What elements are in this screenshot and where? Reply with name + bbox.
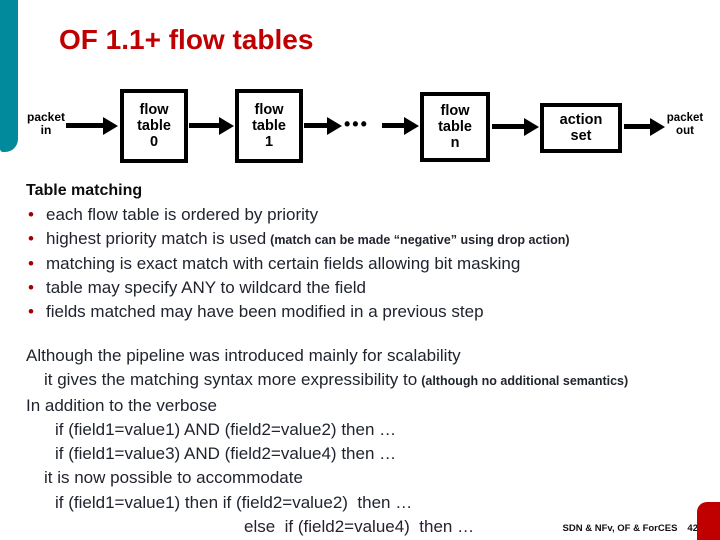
- slide-footer: SDN & NFv, OF & ForCES 42: [0, 523, 698, 534]
- packet-in-label: packet in: [20, 111, 72, 137]
- teal-accent-bar: [0, 0, 18, 152]
- box-text: action: [559, 112, 603, 128]
- box-text: table: [137, 118, 171, 134]
- red-corner-shape: [697, 502, 720, 540]
- pipeline-line: it gives the matching syntax more expres…: [44, 370, 629, 390]
- ellipsis-dots: •••: [344, 114, 369, 134]
- table-matching-section: Table matching each flow table is ordere…: [26, 179, 706, 324]
- flow-arrow: [382, 116, 419, 135]
- flow-arrow: [66, 116, 118, 135]
- box-text: 0: [149, 134, 159, 150]
- packet-out-label: packet out: [660, 112, 710, 138]
- box-text: n: [450, 135, 460, 151]
- box-text: set: [570, 128, 592, 144]
- flow-table-0-box: flow table 0: [120, 89, 188, 163]
- footer-page-number: 42: [687, 523, 698, 534]
- pipeline-line: else if (field2=value4) then …: [244, 517, 475, 537]
- box-text: flow: [139, 102, 169, 118]
- bullet-item: matching is exact match with certain fie…: [26, 252, 706, 276]
- box-text: table: [252, 118, 286, 134]
- box-text: flow: [254, 102, 284, 118]
- flow-arrow: [492, 117, 539, 136]
- action-set-box: action set: [540, 103, 622, 153]
- box-text: flow: [440, 103, 470, 119]
- pipeline-line: Although the pipeline was introduced mai…: [26, 346, 461, 365]
- bullet-item: table may specify ANY to wildcard the fi…: [26, 276, 706, 300]
- table-matching-list: each flow table is ordered by priorityhi…: [26, 203, 706, 324]
- packet-in-line2: in: [40, 123, 52, 137]
- bullet-item: highest priority match is used(match can…: [26, 227, 706, 252]
- flow-table-n-box: flow table n: [420, 92, 490, 162]
- pipeline-line: it is now possible to accommodate: [44, 468, 303, 488]
- packet-out-line1: packet: [666, 112, 704, 124]
- flow-arrow: [304, 116, 342, 135]
- flow-arrow: [624, 117, 665, 136]
- pipeline-line: if (field1=value1) AND (field2=value2) t…: [55, 419, 397, 439]
- pipeline-line: In addition to the verbose: [26, 395, 217, 415]
- packet-in-line1: packet: [26, 110, 66, 124]
- box-text: 1: [264, 134, 274, 150]
- box-text: table: [438, 119, 472, 135]
- footer-label: SDN & NFv, OF & ForCES: [562, 523, 678, 534]
- bullet-note: (match can be made “negative” using drop…: [270, 233, 570, 247]
- bullet-item: each flow table is ordered by priority: [26, 203, 706, 227]
- flow-table-1-box: flow table 1: [235, 89, 303, 163]
- pipeline-notes: Although the pipeline was introduced mai…: [26, 344, 712, 539]
- table-matching-heading: Table matching: [26, 182, 143, 199]
- flow-arrow: [189, 116, 234, 135]
- pipeline-line: if (field1=value3) AND (field2=value4) t…: [55, 444, 397, 464]
- pipeline-line: if (field1=value1) then if (field2=value…: [55, 492, 413, 512]
- bullet-item: fields matched may have been modified in…: [26, 300, 706, 324]
- flow-pipeline-diagram: packet in flow table 0 flow table 1 ••• …: [0, 0, 720, 170]
- slide-title: OF 1.1+ flow tables: [59, 24, 314, 55]
- pipeline-note: (although no additional semantics): [421, 374, 629, 389]
- packet-out-line2: out: [676, 125, 694, 137]
